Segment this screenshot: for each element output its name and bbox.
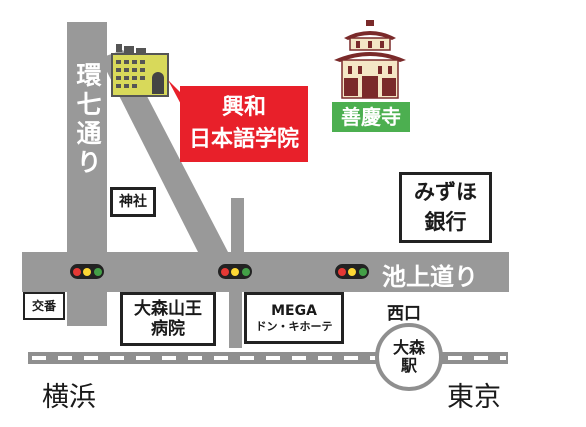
traffic-signal-icon	[335, 264, 369, 279]
temple-icon	[334, 20, 406, 99]
police-box: 交番	[23, 292, 65, 320]
ikegami-label: 池上道り	[382, 263, 478, 291]
school-name-line1: 興和	[221, 95, 266, 121]
traffic-signal-icon	[218, 264, 252, 279]
school-name-line2: 日本語学院	[188, 127, 299, 152]
direction-right: 東京	[447, 382, 501, 413]
bank-box: みずほ 銀行	[399, 172, 492, 243]
direction-left: 横浜	[42, 382, 96, 413]
side-road	[231, 198, 244, 254]
shrine-box: 神社	[110, 187, 156, 217]
hospital-box: 大森山王 病院	[120, 292, 216, 346]
temple-label: 善慶寺	[332, 102, 410, 132]
building-icon	[111, 44, 169, 97]
west-exit-label: 西口	[387, 304, 421, 324]
mega-box: MEGA ドン・キホーテ	[244, 292, 344, 344]
station-circle: 大森 駅	[375, 323, 443, 391]
traffic-signal-icon	[70, 264, 104, 279]
kannana-label: 環七通り	[73, 62, 102, 178]
school-name: 興和 日本語学院	[180, 86, 308, 162]
south-road	[229, 292, 242, 348]
